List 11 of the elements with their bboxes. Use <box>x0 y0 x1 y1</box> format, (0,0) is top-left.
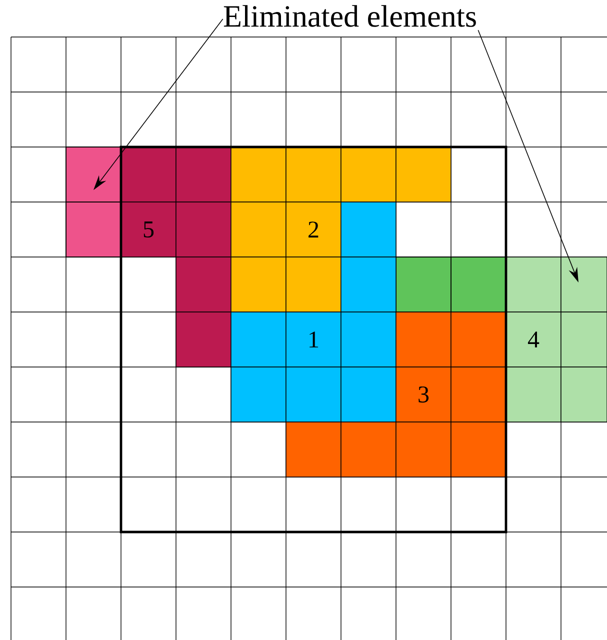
region <box>396 256 506 312</box>
region: 2 <box>230 146 452 312</box>
region: 5 <box>120 146 232 368</box>
region <box>66 146 122 258</box>
node-label: 5 <box>144 222 154 238</box>
node-label: 1 <box>310 332 318 348</box>
node-label: 3 <box>418 386 429 403</box>
node-label: 2 <box>308 222 318 238</box>
node-label: 4 <box>528 332 540 348</box>
annotation-text: Eliminated elements <box>224 5 476 27</box>
region: 4 <box>506 256 607 422</box>
